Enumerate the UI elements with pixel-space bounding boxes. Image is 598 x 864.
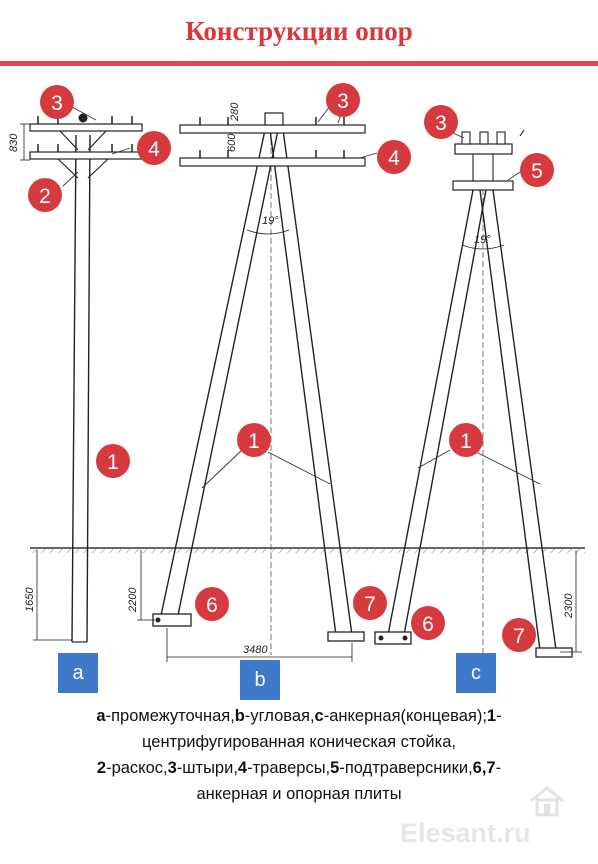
angle-b-label: 19°	[262, 215, 279, 227]
svg-text:6: 6	[206, 594, 218, 617]
dim-600-label: 600	[226, 133, 238, 152]
callout-6-pole-b: 6	[195, 587, 229, 621]
callout-3-pole-b: 3	[326, 83, 360, 117]
callout-1-pole-c: 1	[449, 423, 483, 457]
dimension-labels: 830 280 600 19° 19° 1650 2200 3480 2300	[8, 102, 575, 656]
pole-b-leg-left	[159, 129, 279, 621]
pole-a-crossarm-upper	[29, 113, 143, 132]
dim-2200-lines	[137, 550, 155, 621]
svg-text:5: 5	[531, 160, 543, 183]
callout-2-pole-a: 2	[28, 178, 62, 212]
callout-7-pole-c: 7	[502, 618, 536, 652]
dim-830-lines	[20, 123, 30, 161]
callout-leaders	[62, 105, 541, 489]
pole-b-crossarm-upper	[179, 112, 366, 134]
watermark-text: Elesant.ru	[400, 818, 531, 848]
dim-1650-label: 1650	[24, 587, 36, 612]
pole-c-sub-crossarm	[452, 154, 514, 191]
caption-line-1: a-промежуточная,b-угловая,c-анкерная(кон…	[96, 707, 502, 725]
callout-3-pole-a: 3	[40, 85, 74, 119]
pole-a-drawing	[20, 113, 143, 643]
dim-2200-label: 2200	[127, 587, 139, 613]
pole-c-crossarm	[454, 129, 525, 155]
angle-c-label: 19°	[474, 234, 491, 246]
pole-b-support-plate	[327, 631, 365, 642]
callout-4-pole-a: 4	[137, 131, 171, 165]
pole-a-post	[71, 134, 91, 643]
pole-c-anchor-plate	[374, 631, 412, 645]
pole-c-support-plate	[535, 647, 573, 658]
callout-3-pole-c: 3	[424, 105, 458, 139]
variant-label-c: c	[456, 653, 496, 693]
title-divider	[0, 61, 598, 66]
pole-a-crossarm-lower	[29, 144, 143, 160]
dim-2300-label: 2300	[563, 593, 575, 619]
callouts: 3 4 2 1 3 4 1	[28, 83, 554, 652]
page-title: Конструкции опор	[185, 16, 413, 46]
callout-7-pole-b: 7	[353, 586, 387, 620]
svg-text:3: 3	[337, 90, 349, 113]
pole-b-drawing	[137, 112, 366, 662]
pole-c-drawing	[374, 129, 582, 660]
callout-1-pole-b: 1	[237, 423, 271, 457]
pole-b-anchor-plate	[152, 613, 192, 627]
ground-line	[30, 547, 585, 553]
house-watermark-icon	[530, 786, 564, 817]
svg-text:4: 4	[388, 147, 400, 170]
legend-caption: a-промежуточная,b-угловая,c-анкерная(кон…	[14, 703, 584, 807]
dim-280-label: 280	[229, 102, 241, 122]
pole-b-leg-right	[269, 129, 353, 636]
svg-text:3: 3	[435, 112, 447, 135]
dim-1650-lines	[33, 550, 72, 641]
pole-c-leg-right	[479, 189, 557, 651]
caption-line-4: анкерная и опорная плиты	[196, 785, 402, 803]
pole-c-leg-left	[387, 189, 487, 636]
svg-text:1: 1	[460, 430, 472, 453]
svg-text:3: 3	[51, 92, 63, 115]
callout-5-pole-c: 5	[520, 153, 554, 187]
svg-text:2: 2	[39, 185, 51, 208]
callout-1-pole-a: 1	[96, 444, 130, 478]
svg-text:1: 1	[248, 430, 260, 453]
svg-text:7: 7	[364, 593, 376, 616]
dim-3480-lines	[166, 628, 353, 662]
variant-label-b: b	[240, 660, 280, 700]
pole-b-crossarm-lower	[179, 150, 366, 167]
caption-line-2: центрифугированная коническая стойка,	[142, 733, 456, 751]
pole-c-angle-arc	[461, 244, 505, 250]
dim-3480-label: 3480	[243, 644, 268, 656]
caption-line-3: 2-раскос,3-штыри,4-траверсы,5-подтраверс…	[96, 759, 502, 777]
callout-6-pole-c: 6	[411, 606, 445, 640]
dim-830-label: 830	[8, 133, 20, 152]
svg-text:4: 4	[148, 138, 160, 161]
callout-4-pole-b: 4	[377, 140, 411, 174]
pole-b-angle-arc	[246, 229, 290, 235]
dim-2300-lines	[560, 550, 582, 653]
svg-text:1: 1	[107, 451, 119, 474]
svg-text:7: 7	[513, 625, 525, 648]
svg-text:6: 6	[422, 613, 434, 636]
variant-label-a: a	[58, 653, 98, 693]
